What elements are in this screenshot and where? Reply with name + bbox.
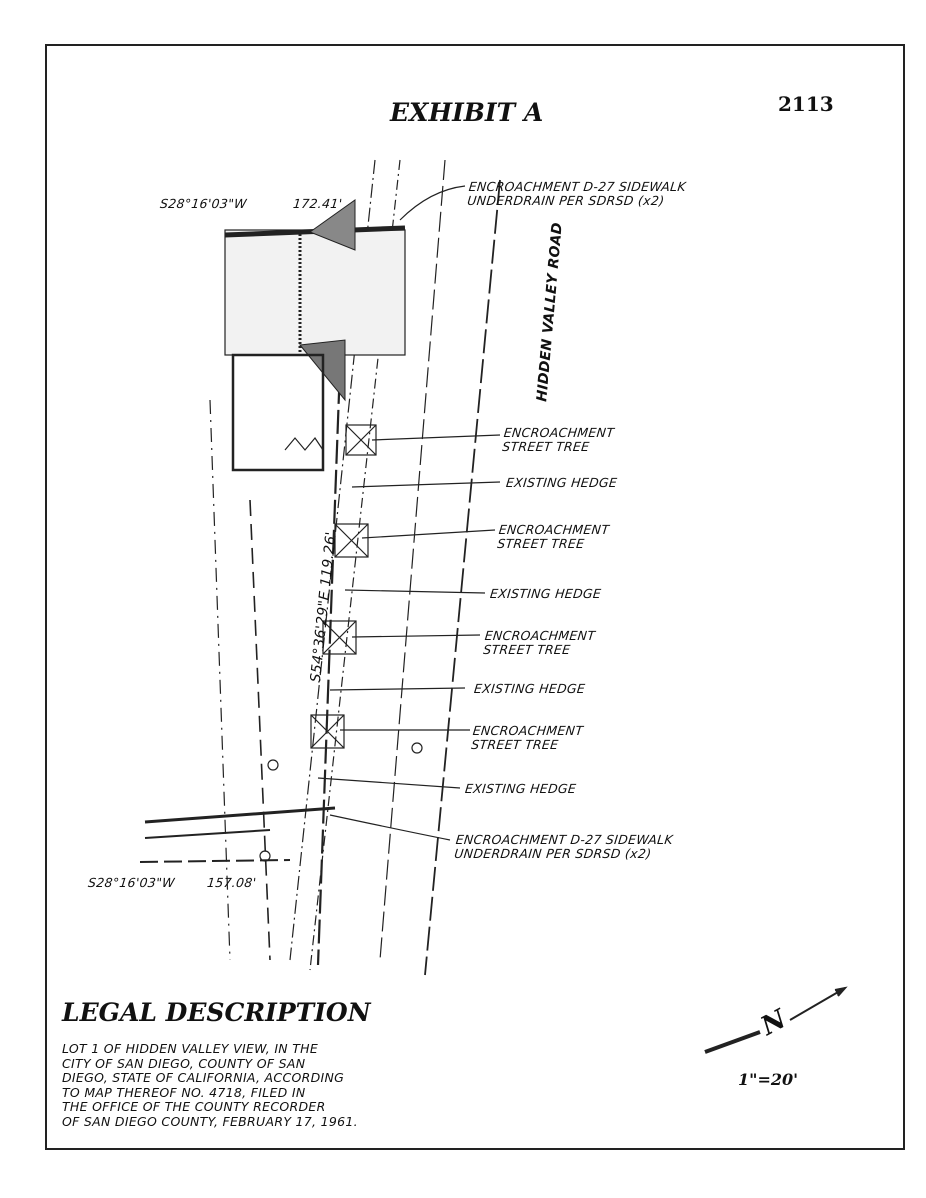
drawing-border [45,44,905,1150]
street-tree-2 [334,523,369,558]
leader-line [361,529,496,539]
street-tree-1 [345,424,377,456]
callout-hedge-2: EXISTING HEDGE [489,586,602,601]
document-number: 2113 [778,92,834,116]
leader-line [344,589,486,594]
leader-line [351,634,481,638]
leader-line [399,185,466,221]
street-tree-4 [310,714,345,749]
top-distance: 172.41' [292,196,344,211]
north-arrow-icon [704,986,848,1054]
bottom-distance: 157.08' [206,875,258,890]
callout-hedge-3: EXISTING HEDGE [473,681,586,696]
leader-line [329,687,466,691]
house-footprint [224,229,406,356]
scale-label: 1"=20' [738,1070,799,1089]
callout-hedge-1: EXISTING HEDGE [505,475,618,490]
driveway-mark [284,436,324,451]
legal-description: LOT 1 OF HIDDEN VALLEY VIEW, IN THE CITY… [62,1041,358,1129]
garage-outline [231,353,325,472]
leader-line [371,434,501,441]
leader-line [329,814,451,841]
bottom-underdrain [144,806,336,824]
top-bearing: S28°16'03"W [159,196,248,211]
legal-heading: LEGAL DESCRIPTION [62,998,371,1027]
exhibit-title: EXHIBIT A [390,98,544,127]
bottom-bearing: S28°16'03"W [87,875,176,890]
leader-line [351,481,501,488]
property-line [249,499,271,961]
road-centerline [424,179,501,976]
callout-hedge-4: EXISTING HEDGE [464,781,577,796]
leader-line [317,777,461,789]
road-edge-line [379,159,446,961]
property-line [209,399,231,961]
